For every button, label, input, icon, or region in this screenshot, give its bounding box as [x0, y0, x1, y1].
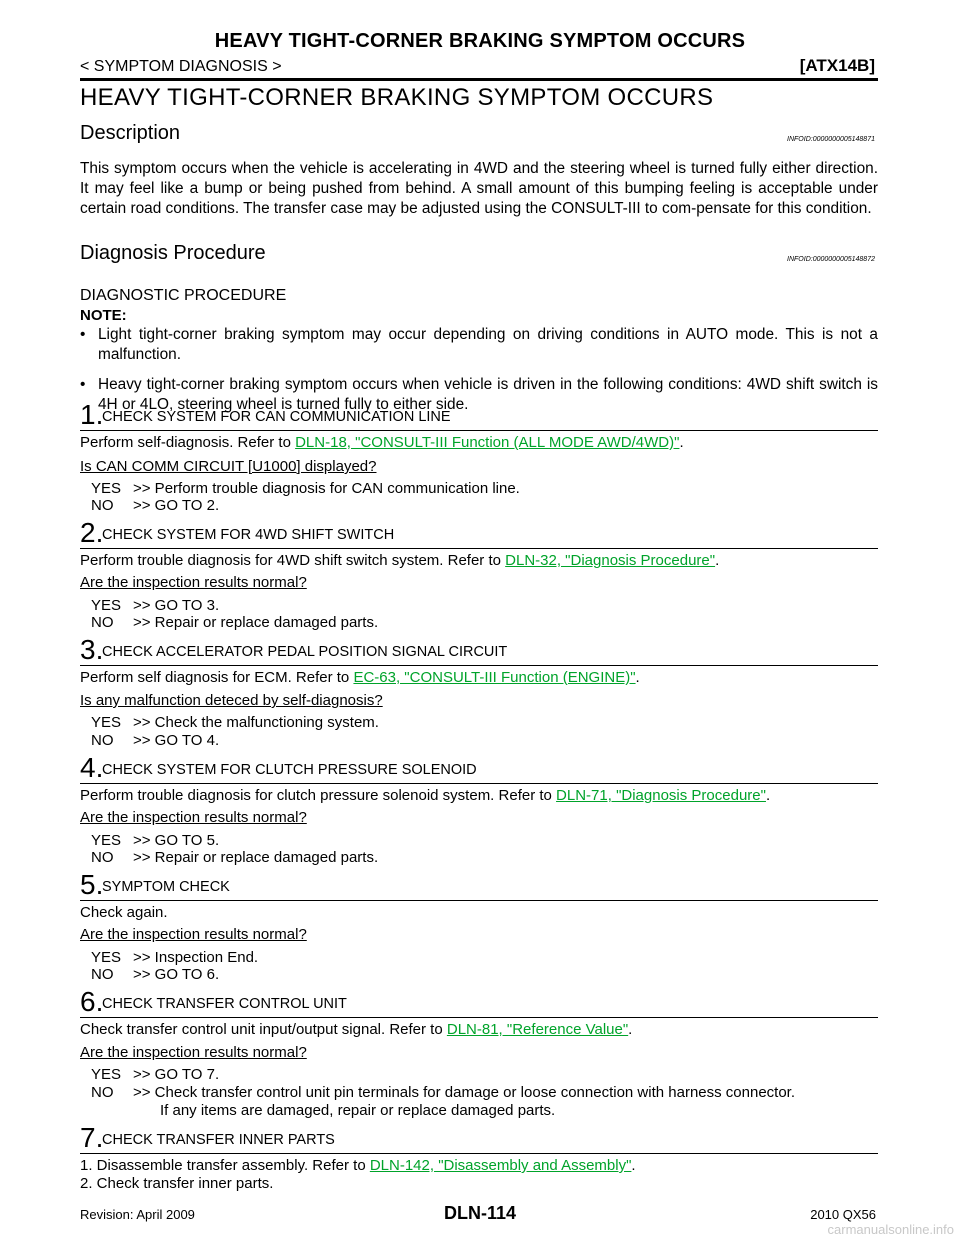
step-2-header: 2. CHECK SYSTEM FOR 4WD SHIFT SWITCH [80, 518, 878, 549]
diagnosis-infoid: INFOID:0000000005148872 [787, 256, 875, 263]
step-3-header: 3. CHECK ACCELERATOR PEDAL POSITION SIGN… [80, 635, 878, 666]
step-6-instruction: Check transfer control unit input/output… [80, 1021, 633, 1038]
step-5-yes: YES>> Inspection End. [91, 949, 259, 966]
step-4-no: NO>> Repair or replace damaged parts. [91, 849, 379, 866]
note-text: Heavy tight-corner braking symptom occur… [98, 376, 878, 413]
step-3-no: NO>> GO TO 4. [91, 732, 220, 749]
description-heading: Description [80, 122, 181, 144]
footer-revision: Revision: April 2009 [80, 1207, 195, 1222]
step-5-instruction: Check again. [80, 904, 168, 921]
step-title: CHECK ACCELERATOR PEDAL POSITION SIGNAL … [102, 644, 508, 660]
step-number: 3. [80, 634, 104, 665]
description-infoid: INFOID:0000000005148871 [787, 136, 875, 143]
note-label: NOTE: [80, 307, 127, 324]
step-5-no: NO>> GO TO 6. [91, 966, 220, 983]
step-4-reference-link[interactable]: DLN-71, "Diagnosis Procedure" [556, 787, 766, 804]
step-3-question: Is any malfunction deteced by self-diagn… [80, 692, 383, 709]
step-1-yes: YES>> Perform trouble diagnosis for CAN … [91, 480, 520, 497]
header-divider [80, 78, 878, 81]
note-bullet: • Heavy tight-corner braking symptom occ… [80, 375, 878, 415]
step-title: CHECK SYSTEM FOR 4WD SHIFT SWITCH [102, 527, 395, 543]
step-2-yes: YES>> GO TO 3. [91, 597, 220, 614]
description-text: This symptom occurs when the vehicle is … [80, 160, 878, 217]
step-title: CHECK SYSTEM FOR CLUTCH PRESSURE SOLENOI… [102, 762, 477, 778]
watermark: carmanualsonline.info [827, 1222, 954, 1237]
step-7-item-1: 1. Disassemble transfer assembly. Refer … [80, 1157, 636, 1174]
step-4-yes: YES>> GO TO 5. [91, 832, 220, 849]
running-header-code: [ATX14B] [799, 56, 875, 75]
step-title: SYMPTOM CHECK [102, 879, 230, 895]
step-5-question: Are the inspection results normal? [80, 926, 307, 943]
step-3-reference-link[interactable]: EC-63, "CONSULT-III Function (ENGINE)" [353, 669, 636, 686]
footer-model: 2010 QX56 [810, 1207, 876, 1222]
step-6-no-continued: If any items are damaged, repair or repl… [160, 1102, 556, 1119]
step-6-header: 6. CHECK TRANSFER CONTROL UNIT [80, 987, 878, 1018]
bullet-icon: • [80, 376, 86, 393]
step-number: 5. [80, 869, 104, 900]
step-2-instruction: Perform trouble diagnosis for 4WD shift … [80, 552, 720, 569]
step-6-question: Are the inspection results normal? [80, 1044, 307, 1061]
step-3-yes: YES>> Check the malfunctioning system. [91, 714, 379, 731]
step-1-no: NO>> GO TO 2. [91, 497, 220, 514]
step-number: 7. [80, 1122, 104, 1153]
step-7-item-2: 2. Check transfer inner parts. [80, 1175, 274, 1192]
step-number: 2. [80, 517, 104, 548]
step-number: 6. [80, 986, 104, 1017]
step-6-reference-link[interactable]: DLN-81, "Reference Value" [446, 1021, 629, 1038]
step-title: CHECK TRANSFER INNER PARTS [102, 1132, 335, 1148]
step-7-header: 7. CHECK TRANSFER INNER PARTS [80, 1123, 878, 1154]
step-1-question: Is CAN COMM CIRCUIT [U1000] displayed? [80, 458, 377, 475]
step-5-header: 5. SYMPTOM CHECK [80, 870, 878, 901]
footer-page-number: DLN-114 [443, 1203, 517, 1223]
diagnostic-procedure-subheading: DIAGNOSTIC PROCEDURE [80, 287, 287, 304]
step-2-reference-link[interactable]: DLN-32, "Diagnosis Procedure" [505, 552, 716, 569]
page-title: HEAVY TIGHT-CORNER BRAKING SYMPTOM OCCUR… [80, 84, 714, 111]
bullet-icon: • [80, 326, 86, 343]
note-bullet: • Light tight-corner braking symptom may… [80, 325, 878, 365]
step-4-question: Are the inspection results normal? [80, 809, 307, 826]
step-number: 4. [80, 752, 104, 783]
step-4-header: 4. CHECK SYSTEM FOR CLUTCH PRESSURE SOLE… [80, 753, 878, 784]
step-4-instruction: Perform trouble diagnosis for clutch pre… [80, 787, 771, 804]
step-title: CHECK SYSTEM FOR CAN COMMUNICATION LINE [102, 409, 451, 425]
step-1-header: 1. CHECK SYSTEM FOR CAN COMMUNICATION LI… [80, 400, 878, 431]
step-title: CHECK TRANSFER CONTROL UNIT [102, 996, 347, 1012]
step-1-instruction: Perform self-diagnosis. Refer to DLN-18,… [80, 434, 684, 451]
step-3-instruction: Perform self diagnosis for ECM. Refer to… [80, 669, 640, 686]
step-2-question: Are the inspection results normal? [80, 574, 307, 591]
running-header-title: HEAVY TIGHT-CORNER BRAKING SYMPTOM OCCUR… [214, 30, 746, 52]
step-2-no: NO>> Repair or replace damaged parts. [91, 614, 379, 631]
step-6-yes: YES>> GO TO 7. [91, 1066, 220, 1083]
step-6-no: NO>> Check transfer control unit pin ter… [91, 1084, 796, 1101]
step-number: 1. [80, 399, 104, 430]
note-text: Light tight-corner braking symptom may o… [98, 326, 878, 363]
diagnosis-heading: Diagnosis Procedure [80, 242, 266, 264]
running-header-section: < SYMPTOM DIAGNOSIS > [80, 58, 282, 75]
step-1-reference-link[interactable]: DLN-18, "CONSULT-III Function (ALL MODE … [295, 434, 680, 451]
step-7-reference-link[interactable]: DLN-142, "Disassembly and Assembly" [369, 1157, 632, 1174]
